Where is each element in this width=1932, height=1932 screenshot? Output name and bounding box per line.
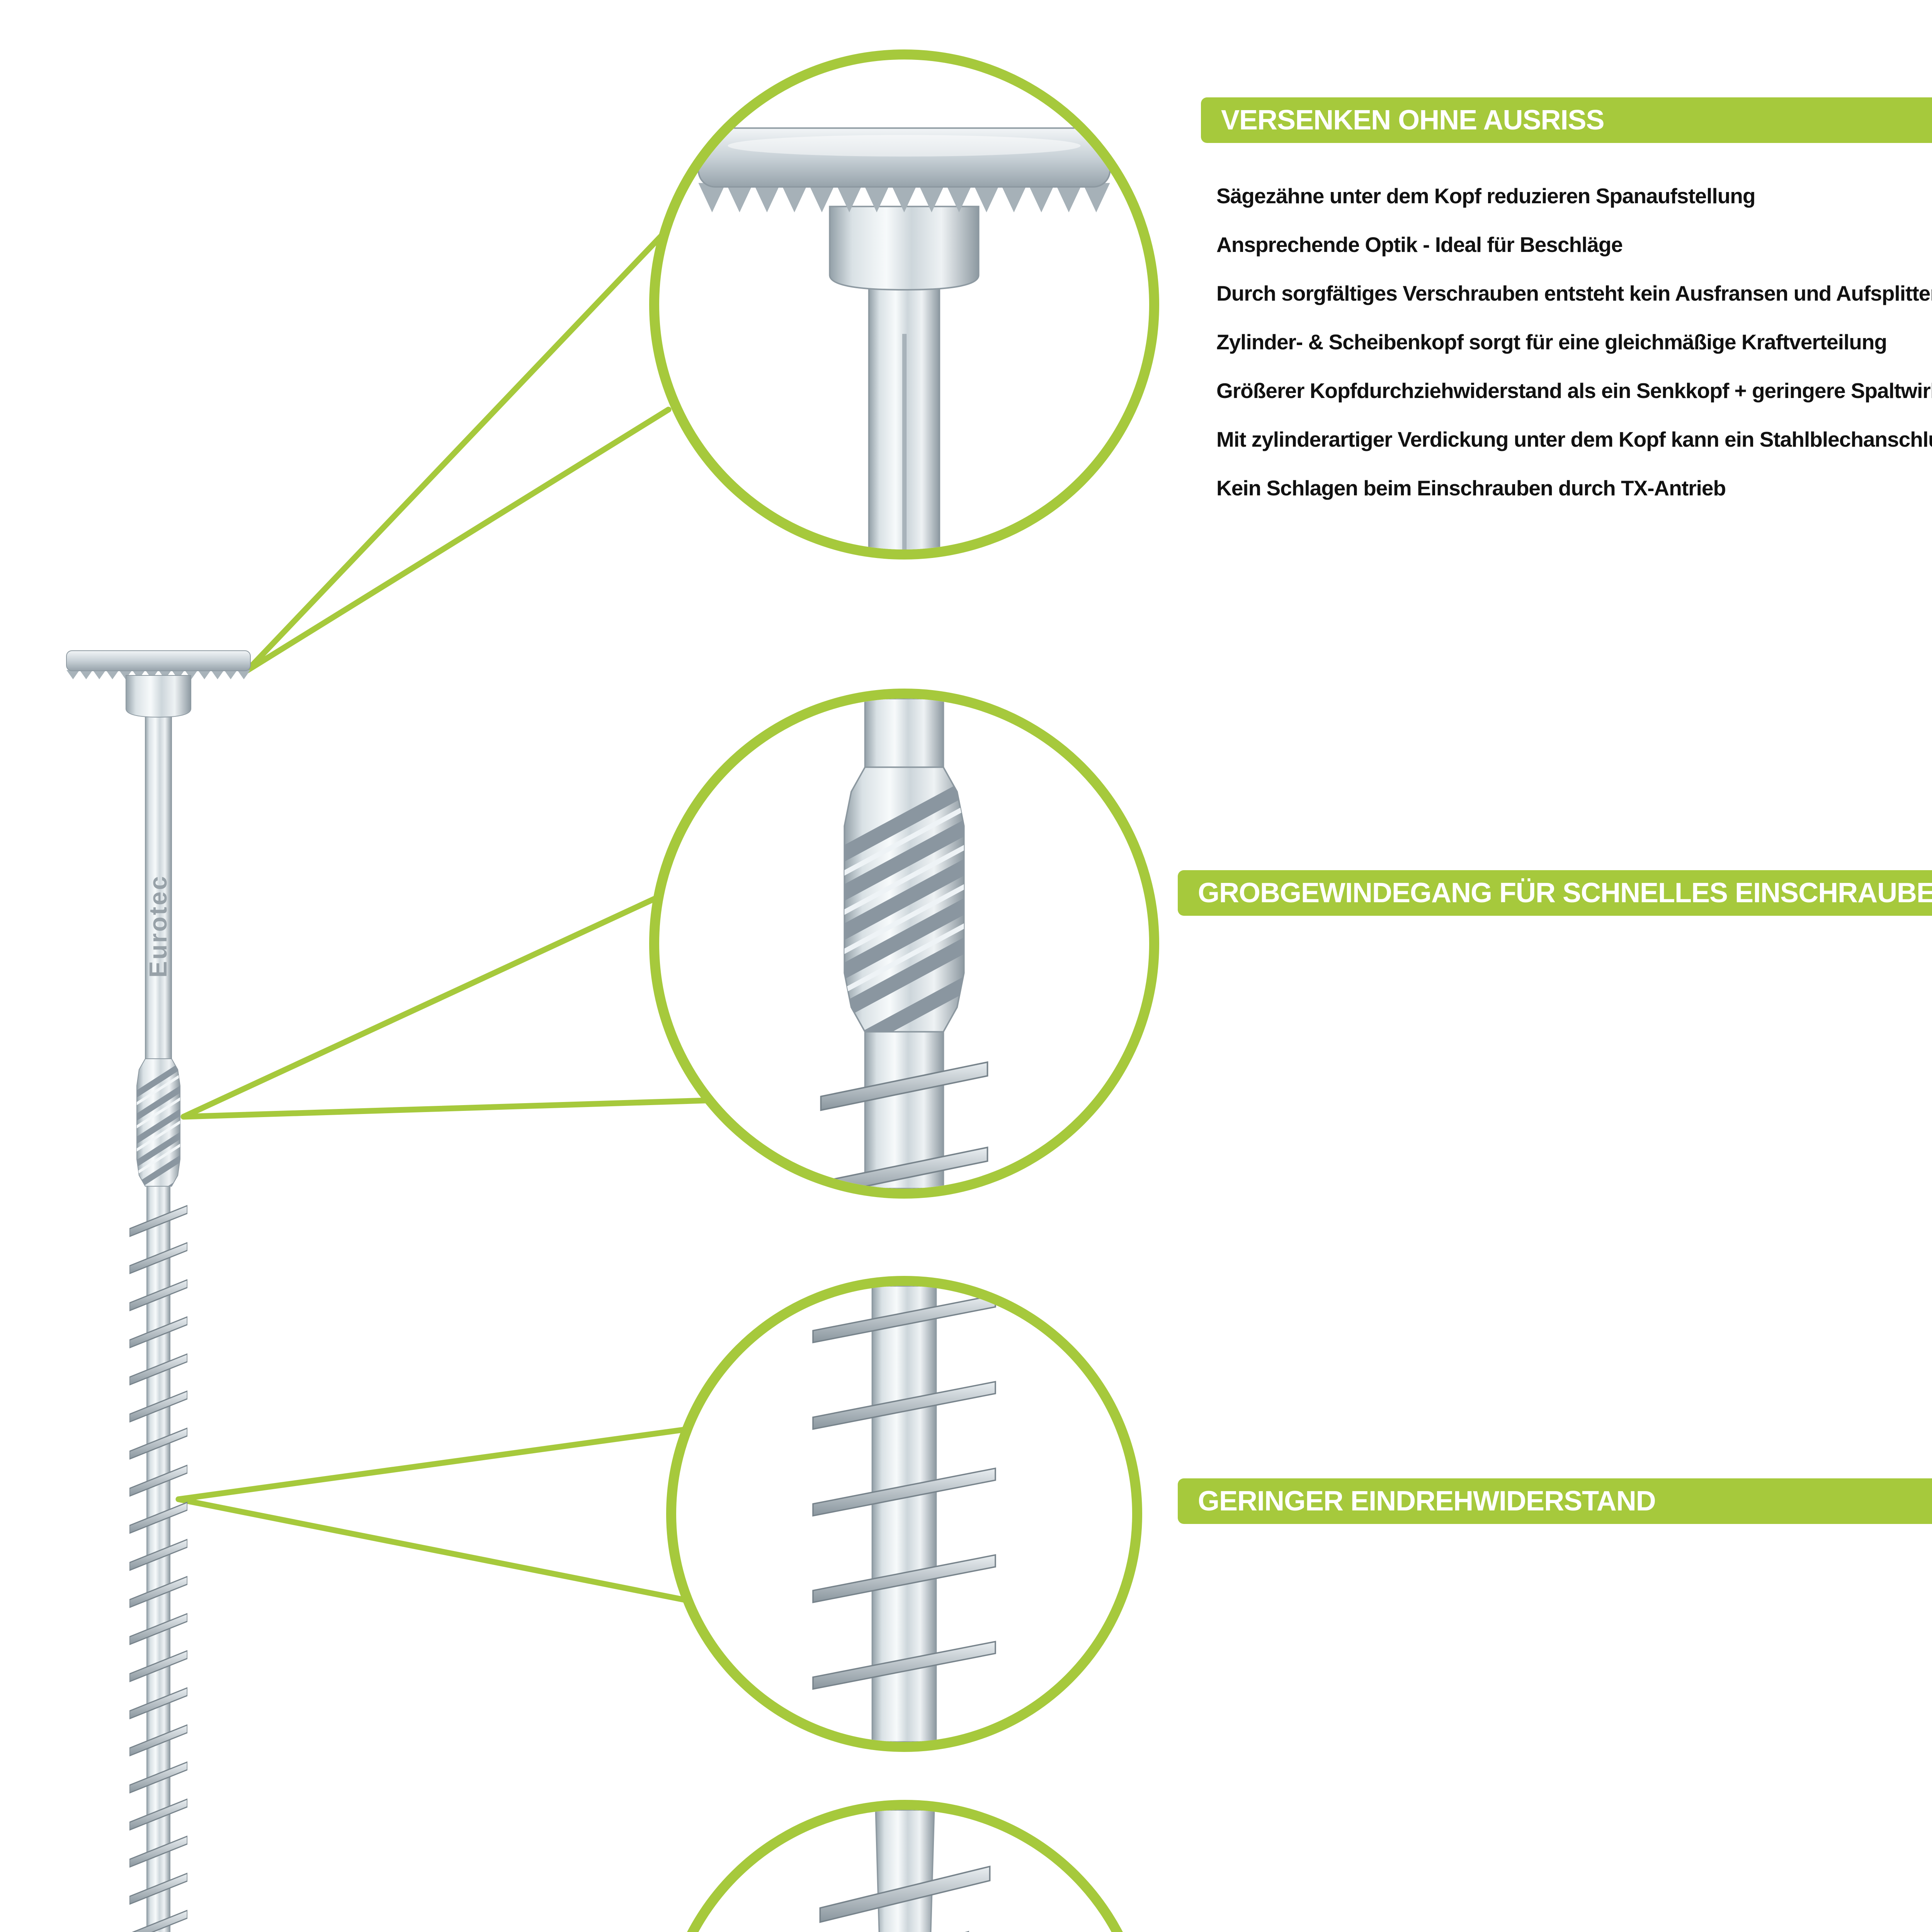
screw-illustration xyxy=(66,650,251,1932)
section-banner-resistance: GERINGER EINDREHWIDERSTAND xyxy=(1178,1478,1932,1524)
bullet-line: Ansprechende Optik - Ideal für Beschläge xyxy=(1216,233,1623,257)
detail-circle-coarse-thread xyxy=(649,689,1159,1199)
bullet-line: Mit zylinderartiger Verdickung unter dem… xyxy=(1216,427,1932,451)
detail-circle-head xyxy=(649,49,1159,560)
detail-circle-thread xyxy=(666,1276,1142,1752)
section-title-coarse-thread: GROBGEWINDEGANG FÜR SCHNELLES EINSCHRAUB… xyxy=(1198,878,1932,908)
section-title-resistance: GERINGER EINDREHWIDERSTAND xyxy=(1198,1486,1656,1517)
bullet-line: Größerer Kopfdurchziehwiderstand als ein… xyxy=(1216,379,1932,403)
section-title-head: VERSENKEN OHNE AUSRISS xyxy=(1221,105,1605,136)
head-bullet-list: Sägezähne unter dem Kopf reduzieren Span… xyxy=(1216,172,1932,512)
section-banner-coarse-thread: GROBGEWINDEGANG FÜR SCHNELLES EINSCHRAUB… xyxy=(1178,870,1932,916)
tip-illustration xyxy=(819,1810,991,1932)
coarse-thread-illustration xyxy=(820,699,988,1189)
head-detail-illustration xyxy=(697,127,1111,549)
screw-brand-text: Eurotec xyxy=(144,874,172,978)
bullet-line: Zylinder- & Scheibenkopf sorgt für eine … xyxy=(1216,330,1887,354)
screw-photo xyxy=(50,638,267,1932)
detail-circle-tip xyxy=(659,1800,1151,1932)
bullet-line: Durch sorgfältiges Verschrauben entsteht… xyxy=(1216,281,1932,305)
section-banner-head: VERSENKEN OHNE AUSRISS xyxy=(1201,97,1932,143)
bullet-line: Kein Schlagen beim Einschrauben durch TX… xyxy=(1216,476,1726,500)
thread-illustration xyxy=(812,1286,996,1742)
bullet-line: Sägezähne unter dem Kopf reduzieren Span… xyxy=(1216,184,1755,208)
